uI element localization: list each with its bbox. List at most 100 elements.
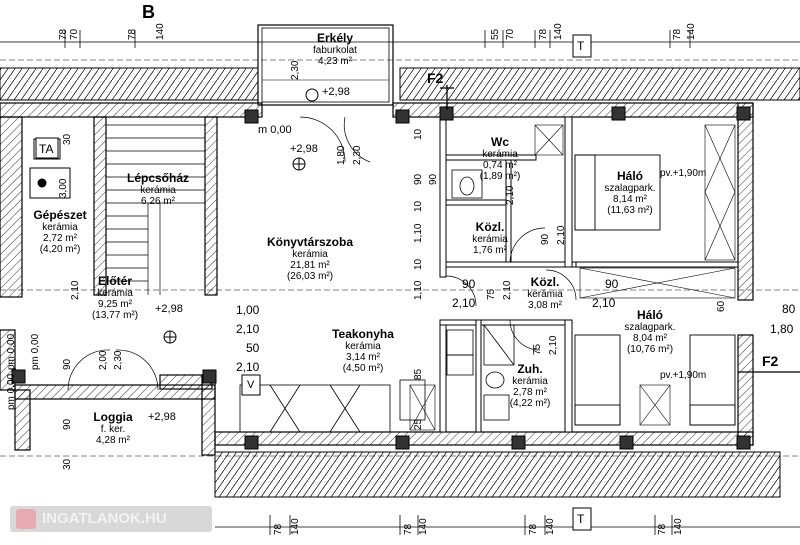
dim-pm-1: pm 0,00 <box>6 333 17 370</box>
section-f2-right: F2 <box>762 353 779 369</box>
section-lines <box>440 85 800 373</box>
dim-bottom-78-d: 78 <box>657 523 668 535</box>
roof-eave-top <box>0 67 800 101</box>
dim-bottom-78-b: 78 <box>403 523 414 535</box>
dim-bottom-140-d: 140 <box>673 518 684 535</box>
dim-kozl-h-210: 2,10 <box>452 296 476 310</box>
room-label-konyvtarszoba: Könyvtárszoba kerámia 21,81 m² (26,03 m²… <box>266 235 354 283</box>
marker-t-bottom: T <box>577 512 585 526</box>
outer-walls <box>0 102 754 456</box>
room-label-halo-2: Háló szalagpark. 8,04 m² (10,76 m²) <box>624 308 676 356</box>
roof-eave-bottom <box>214 451 781 498</box>
dim-top-78-b: 78 <box>127 28 138 40</box>
dim-door-180: 1,80 <box>336 145 347 165</box>
dim-zuh-210: 2,10 <box>548 335 559 355</box>
dim-right-60: 60 <box>716 300 727 312</box>
house-icon <box>16 509 36 529</box>
dim-kon-100: 1,00 <box>236 303 260 317</box>
dim-mid-10-b: 10 <box>413 200 424 212</box>
dim-bottom-78-c: 78 <box>528 523 539 535</box>
room-label-loggia: Loggia f. ker. 4,28 m² <box>93 410 133 447</box>
dim-elo-210: 2,10 <box>70 280 81 300</box>
room-label-halo-1: Háló szalagpark. 8,14 m² (11,63 m²) <box>604 169 656 217</box>
dim-top-140-c: 140 <box>686 23 697 40</box>
dim-bottom-78-a: 78 <box>273 523 284 535</box>
watermark-logo: INGATLANOK.HU <box>10 506 212 532</box>
level-zero: m 0,00 <box>258 124 292 136</box>
room-label-eloter: Előtér kerámia 9,25 m² (13,77 m²) <box>91 274 139 322</box>
dim-loggia-90: 90 <box>62 418 73 430</box>
level-halo-1: pv.+1,90m <box>660 168 707 179</box>
dim-mid-90-a: 90 <box>413 173 424 185</box>
level-loggia: +2,98 <box>148 411 176 423</box>
dim-halo-h-210: 2,10 <box>592 296 616 310</box>
room-label-lepcsohaz: Lépcsőház kerámia 6,26 m² <box>126 171 189 208</box>
dim-loggia-30: 30 <box>62 458 73 470</box>
dim-right-80: 80 <box>782 302 796 316</box>
t-marker-frames <box>35 34 592 531</box>
room-label-kozl-2: Közl. kerámia 3,08 m² <box>527 275 563 312</box>
dim-top-70-b: 70 <box>505 28 516 40</box>
staircase <box>106 124 205 295</box>
axis-lines <box>0 59 800 457</box>
dim-top-140-a: 140 <box>155 23 166 40</box>
dim-pm-2: pm 0,00 <box>30 333 41 370</box>
marker-v: V <box>247 379 255 391</box>
dim-top-140-b: 140 <box>553 23 564 40</box>
dim-pm-3: pm 0,00 <box>6 373 17 410</box>
dim-gep-300: 3,00 <box>58 178 69 198</box>
dim-kon-210-a: 2,10 <box>236 322 260 336</box>
room-label-erkely: Erkély faburkolat 4,23 m² <box>313 31 357 68</box>
bathroom-fixtures <box>446 169 515 421</box>
level-eloter: +2,98 <box>155 303 183 315</box>
dim-bottom-140-c: 140 <box>545 518 556 535</box>
dim-top-70: 70 <box>69 28 80 40</box>
dim-bottom-140-a: 140 <box>290 518 301 535</box>
dim-elo-230: 2,30 <box>113 350 124 370</box>
dim-mid-110-b: 1,10 <box>413 280 424 300</box>
wardrobes <box>409 124 736 431</box>
dim-kozl-90: 90 <box>540 233 551 245</box>
bottom-dimension-ticks <box>215 515 800 535</box>
dim-top-78-a: 78 <box>58 28 69 40</box>
dim-mid-110-a: 1,10 <box>413 223 424 243</box>
dim-elo-90: 90 <box>62 358 73 370</box>
room-label-kozl-1: Közl. kerámia 1,76 m² <box>472 220 508 257</box>
level-halo-2: pv.+1,90m <box>660 370 707 381</box>
top-dimension-ticks <box>0 30 800 48</box>
dim-zuh-75: 75 <box>532 343 543 355</box>
dim-top-78-c: 78 <box>538 28 549 40</box>
dim-right-180: 1,80 <box>770 322 794 336</box>
room-label-wc: Wc kerámia 0,74 m² (1,89 m²) <box>479 135 521 183</box>
dim-bath-25: 25 <box>413 418 424 430</box>
dim-lep-30: 30 <box>62 133 73 145</box>
dim-mid-85: 85 <box>413 368 424 380</box>
dim-balcony-230: 2,30 <box>290 60 301 80</box>
dim-top-55: 55 <box>490 28 501 40</box>
dim-kozl-h-90: 90 <box>462 277 476 291</box>
dim-mid-10-a: 10 <box>413 128 424 140</box>
dim-kon-50: 50 <box>246 341 260 355</box>
dim-kozl1-75: 75 <box>486 288 497 300</box>
dim-kozl1-210: 2,10 <box>502 280 513 300</box>
kitchen-counter <box>239 379 426 433</box>
level-erkely: +2,98 <box>322 86 350 98</box>
dim-kozl-210: 2,10 <box>556 225 567 245</box>
dim-kon-210-b: 2,10 <box>236 360 260 374</box>
dim-bottom-140-b: 140 <box>418 518 429 535</box>
marker-t-top: T <box>577 39 585 53</box>
door-swings <box>67 116 577 391</box>
dim-wc-210: 2,10 <box>505 185 516 205</box>
balcony-erkely <box>257 24 394 106</box>
room-label-gepeszet: Gépészet kerámia 2,72 m² (4,20 m²) <box>33 208 87 256</box>
beds <box>574 154 736 426</box>
dim-wc-90: 90 <box>428 173 439 185</box>
dim-top-78-d: 78 <box>672 28 683 40</box>
marker-ta: TA <box>39 142 54 156</box>
dim-mid-10-c: 10 <box>413 258 424 270</box>
dim-elo-200: 2,00 <box>98 350 109 370</box>
marker-b: B <box>142 2 155 22</box>
room-label-zuhanyzo: Zuh. kerámia 2,78 m² (4,22 m²) <box>509 362 551 410</box>
room-label-teakonyha: Teakonyha kerámia 3,14 m² (4,50 m²) <box>332 327 394 375</box>
